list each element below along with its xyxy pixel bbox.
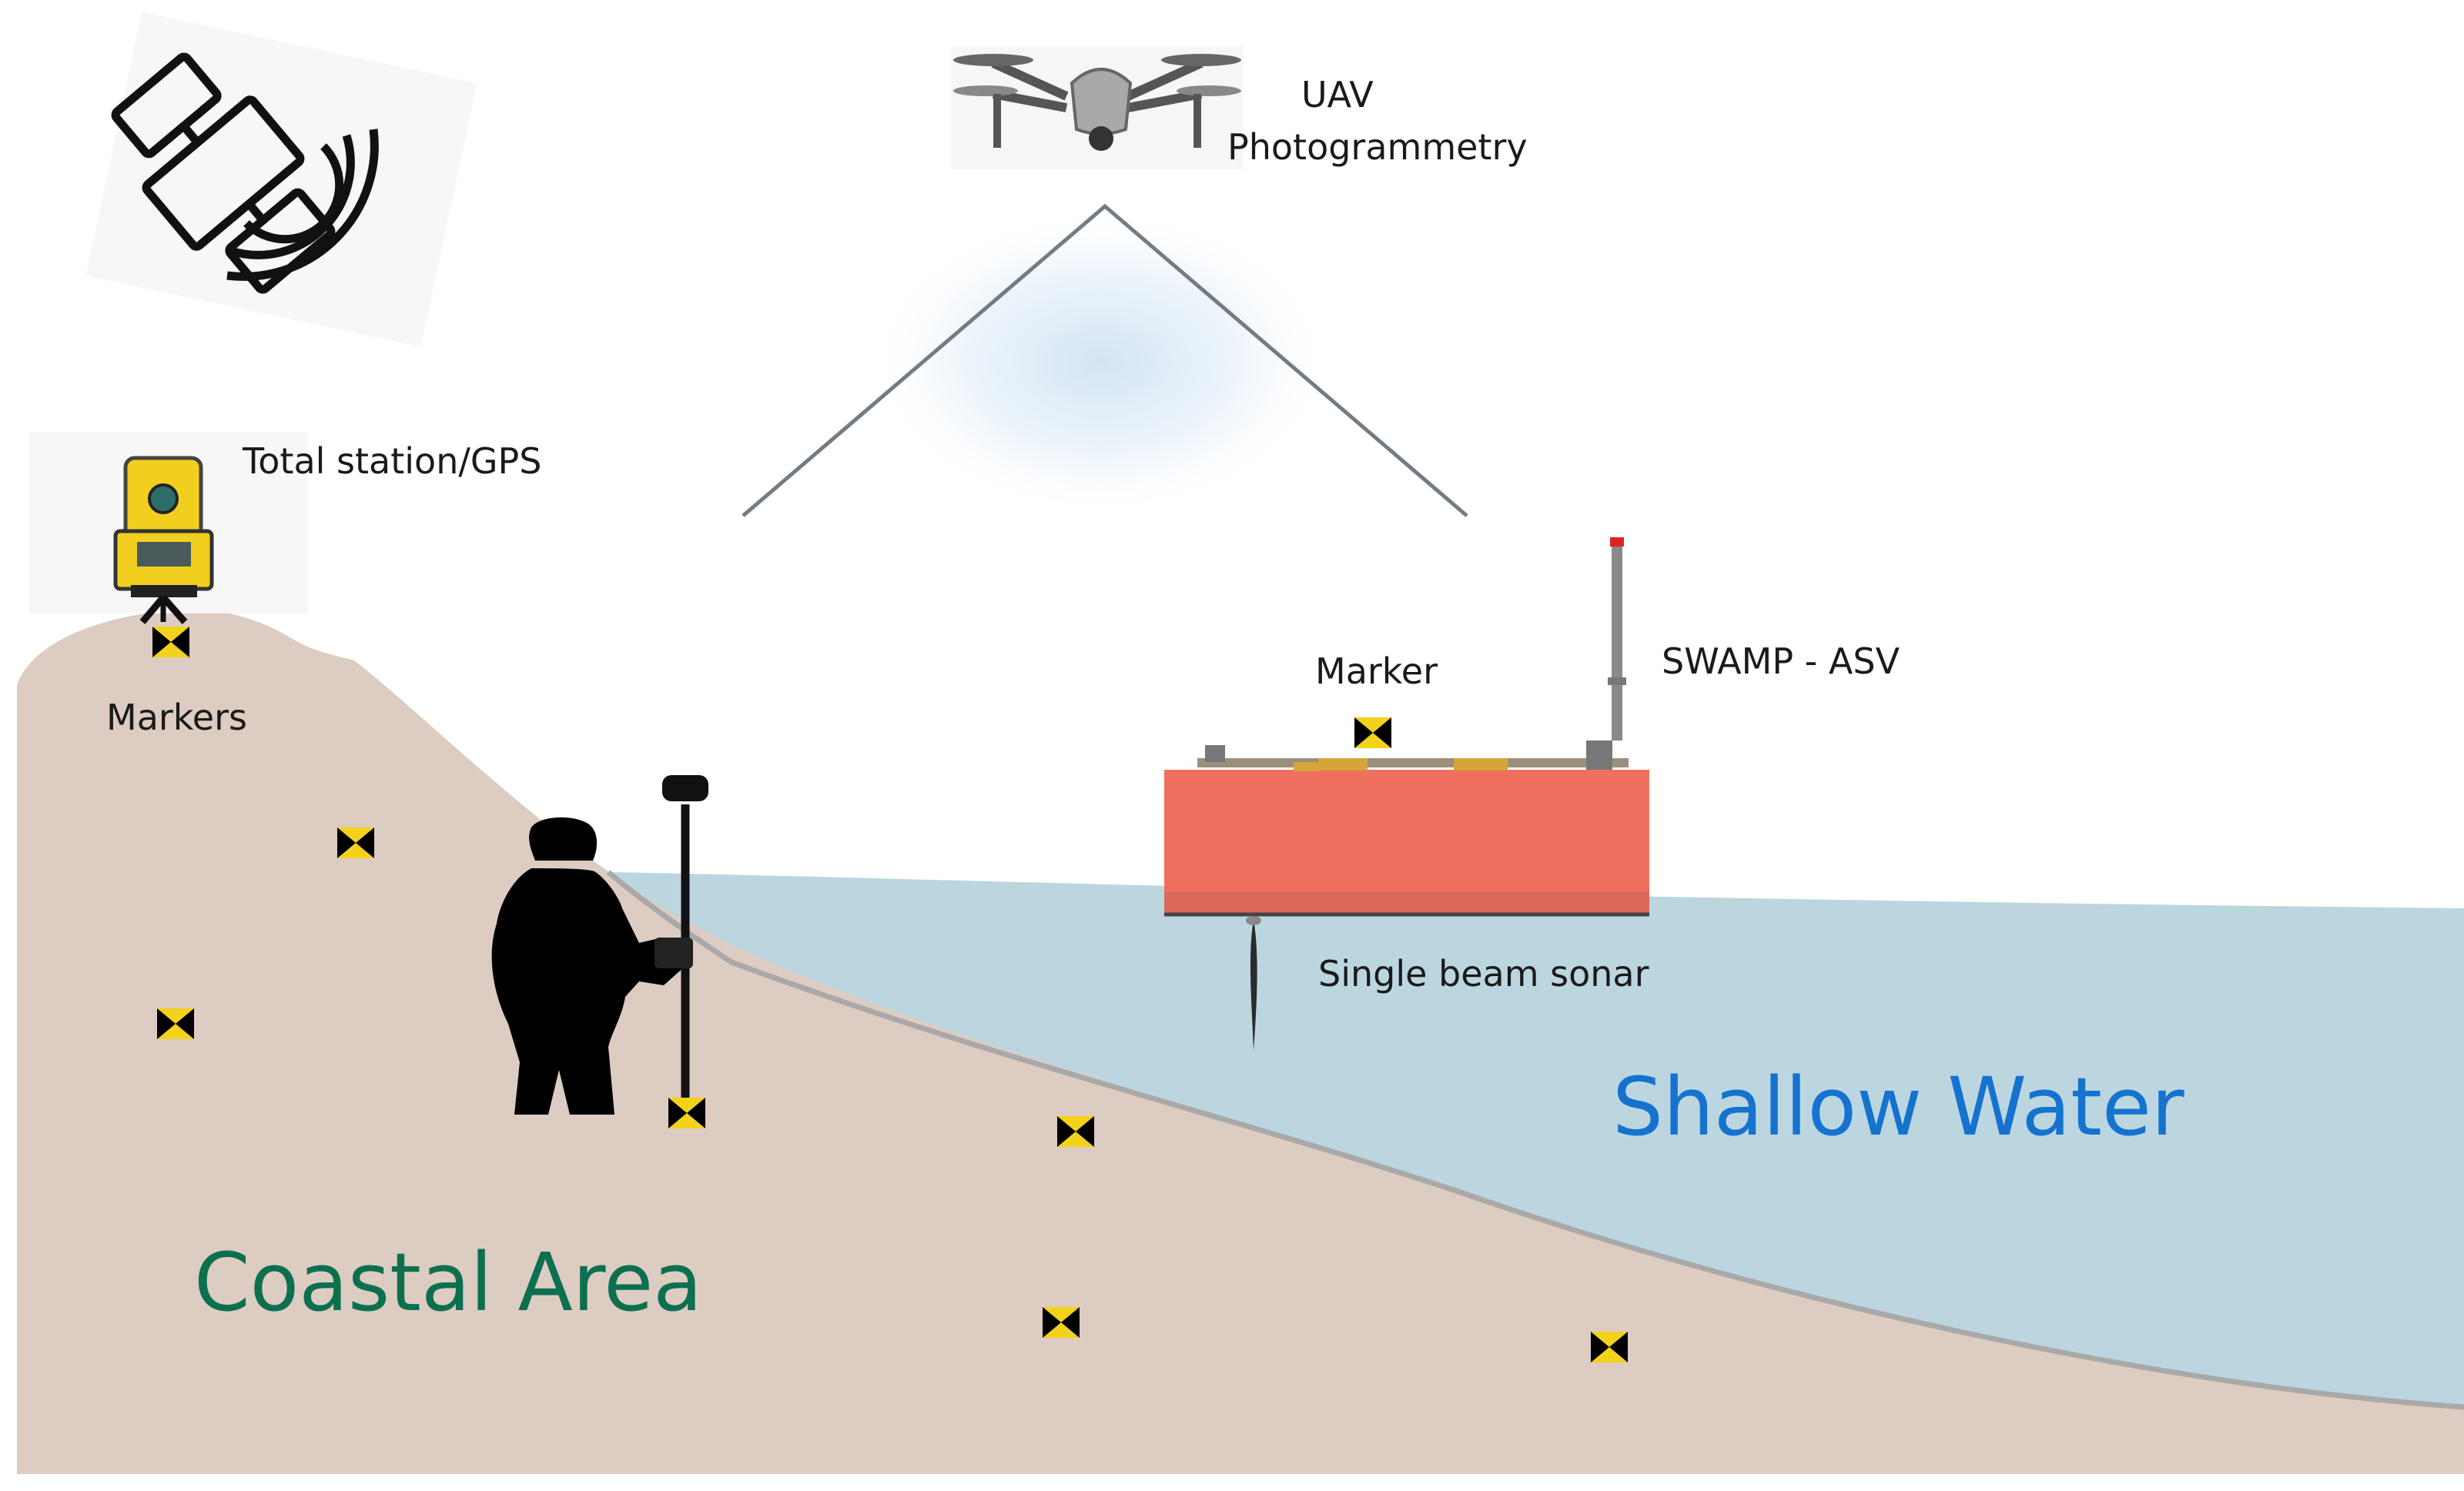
- drone-icon: [951, 46, 1244, 169]
- survey-marker-icon: [1354, 717, 1391, 748]
- uav-label-line2: Photogrammetry: [1227, 126, 1528, 168]
- total-station-icon: [29, 433, 308, 624]
- survey-marker-icon: [157, 1008, 194, 1039]
- uav-coverage-glow: [870, 208, 1332, 516]
- asv-boat-icon: [1164, 537, 1649, 917]
- survey-marker-icon: [1591, 1332, 1628, 1362]
- uav-label-line1: UAV: [1301, 74, 1374, 115]
- coastal-land-area: [17, 610, 2464, 1475]
- shallow-water-area: [608, 872, 2464, 1407]
- marker-label: Marker: [1315, 650, 1438, 692]
- gps-pole-icon: [654, 775, 708, 1108]
- survey-marker-icon: [1043, 1307, 1080, 1338]
- sonar-label: Single beam sonar: [1318, 953, 1649, 995]
- satellite-icon: [85, 12, 477, 347]
- total-station-label: Total station/GPS: [243, 440, 542, 482]
- shoreline: [606, 870, 2464, 1410]
- survey-marker-icon: [668, 1098, 705, 1128]
- survey-marker-icon: [337, 827, 374, 858]
- survey-marker-icon: [1057, 1116, 1094, 1147]
- sonar-beam-icon: [1250, 920, 1257, 1051]
- shallow-water-label: Shallow Water: [1612, 1060, 2184, 1154]
- swamp-asv-label: SWAMP - ASV: [1662, 640, 1900, 682]
- coastal-area-label: Coastal Area: [194, 1235, 702, 1329]
- markers-label: Markers: [106, 697, 247, 738]
- uav-view-cone: [742, 203, 1468, 517]
- survey-marker-icon: [152, 627, 189, 657]
- sonar-transducer: [1246, 916, 1261, 925]
- surveyor-silhouette-icon: [491, 817, 685, 1115]
